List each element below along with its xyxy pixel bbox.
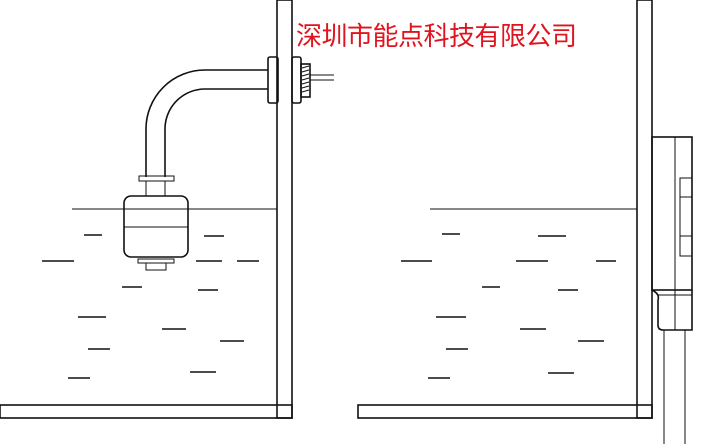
left-tank-bottom	[0, 404, 293, 419]
left-tank-wall	[276, 0, 293, 419]
pipe-inner	[164, 88, 268, 177]
water-ripples	[42, 233, 616, 379]
company-title: 深圳市能点科技有限公司	[296, 22, 577, 52]
right-tank	[357, 0, 653, 419]
sensor-slot	[679, 177, 693, 257]
mount-nut-outer	[291, 56, 302, 104]
pipe-outer	[145, 69, 268, 177]
external-level-sensor	[651, 136, 693, 444]
right-tank-wall	[636, 0, 653, 419]
float-collar	[138, 175, 175, 182]
sensor-body	[651, 136, 693, 291]
mount-nut-inner	[267, 56, 279, 104]
float-stopper	[137, 258, 175, 264]
left-tank	[0, 0, 293, 419]
float-switch	[123, 56, 334, 271]
right-tank-bottom	[357, 404, 653, 419]
